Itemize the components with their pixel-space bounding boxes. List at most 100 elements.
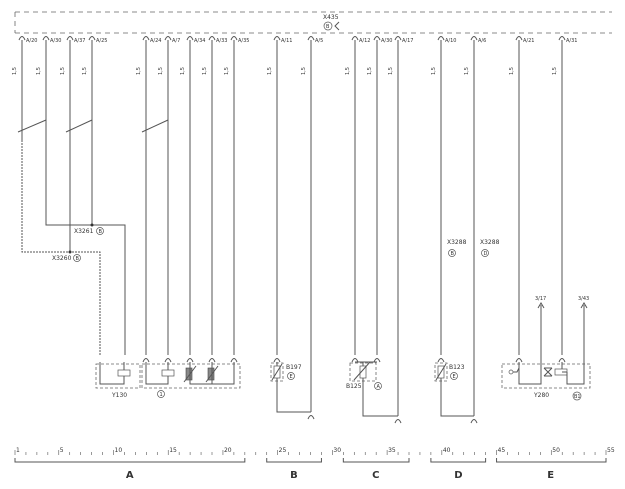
junction-x3261-label: X3261 <box>74 228 94 235</box>
scale-label: 35 <box>388 447 396 454</box>
component-badge: E <box>290 374 293 380</box>
reference-label: 3/43 <box>578 296 589 302</box>
component-b123: B123 E <box>434 362 474 417</box>
wire-code: 1,5 <box>158 67 164 75</box>
section-bracket <box>14 458 246 463</box>
control-unit-frame <box>14 11 612 34</box>
wire-code: 1,5 <box>431 67 437 75</box>
wire-code: 1,5 <box>136 67 142 75</box>
component-badge: 1 <box>160 392 163 398</box>
scale-label: 25 <box>279 447 287 454</box>
wire-code: 1,5 <box>464 67 470 75</box>
junction-x3260-label: X3260 <box>52 255 72 262</box>
wire-code: 1,5 <box>12 67 18 75</box>
wire-17: A/21 1,5 <box>509 36 534 363</box>
wire-4: A/25 1,5 <box>82 36 107 140</box>
wire-15: A/10 1,5 <box>431 36 456 363</box>
pin-label: A/37 <box>74 38 85 44</box>
pin-label: A/33 <box>216 38 227 44</box>
pin-label: A/31 <box>566 38 577 44</box>
pin-label: A/20 <box>26 38 37 44</box>
component-1: 1 <box>141 362 241 398</box>
wire-code: 1,5 <box>345 67 351 75</box>
pin-label: A/17 <box>402 38 413 44</box>
wire-16: A/6 1,5 <box>464 36 486 424</box>
wire-code: 1,5 <box>180 67 186 75</box>
pin-label: A/35 <box>238 38 249 44</box>
junction-badge: D <box>484 251 488 257</box>
junction-badge: B <box>76 256 80 262</box>
reference-label: 3/17 <box>535 296 546 302</box>
scale-label: 5 <box>60 447 64 454</box>
wire-18: A/31 1,5 <box>552 36 577 363</box>
wire-9: A/35 1,5 <box>224 36 249 363</box>
switch-contact <box>65 119 93 133</box>
wire-13: A/30 1,5 <box>367 36 392 363</box>
switch-contact <box>17 119 47 133</box>
component-b197: B197 E <box>270 362 311 413</box>
wire-code: 1,5 <box>388 67 394 75</box>
switch-contact <box>141 119 169 133</box>
junction-x3288-label: X3288 <box>447 239 467 246</box>
connector-badge: B <box>326 24 330 30</box>
component-y280: Y280 B1 3/17 3/43 <box>501 296 591 401</box>
pin-label: A/30 <box>381 38 392 44</box>
component-badge: E <box>453 374 456 380</box>
pin-label: A/25 <box>96 38 107 44</box>
component-badge: A <box>377 384 381 390</box>
section-label-e: E <box>547 470 554 481</box>
wire-1: A/20 1,5 <box>12 36 37 140</box>
wires: A/20 1,5 A/30 1,5 A/37 1,5 A/25 1,5 A/24 1,5 A/7 1,… <box>12 36 577 424</box>
section-bracket <box>342 458 410 463</box>
scale-label: 1 <box>16 447 20 454</box>
pin-label: A/11 <box>281 38 292 44</box>
section-label-d: D <box>454 470 462 481</box>
wire-11: A/51,5 <box>301 36 323 420</box>
scale-label: 15 <box>169 447 177 454</box>
section-label-b: B <box>290 470 298 481</box>
wire-code: 1,5 <box>36 67 42 75</box>
wire-code: 1,5 <box>552 67 558 75</box>
wire-code: 1,5 <box>367 67 373 75</box>
wire-code: 1,5 <box>60 67 66 75</box>
pin-label: A/30 <box>50 38 61 44</box>
wire-3: A/37 1,5 <box>60 36 85 140</box>
component-y130: Y130 <box>95 362 141 399</box>
connector-x435: X435 B <box>323 14 340 31</box>
component-b125: B125 A <box>346 361 398 417</box>
component-label: Y280 <box>533 392 549 399</box>
junction-badge: B <box>99 229 103 235</box>
pin-label: A/5 <box>315 38 323 44</box>
wire-code: 1,5 <box>224 67 230 75</box>
wire-10: A/111,5 <box>267 36 292 363</box>
wire-2: A/30 1,5 <box>36 36 61 140</box>
section-bracket <box>496 458 607 463</box>
component-label: B123 <box>449 364 465 371</box>
junction-x3288-label: X3288 <box>480 239 500 246</box>
section-label-c: C <box>372 470 379 481</box>
scale-label: 30 <box>333 447 341 454</box>
wire-7: A/341,5 <box>180 36 205 363</box>
junction-badge: B <box>451 251 455 257</box>
pin-label: A/21 <box>523 38 534 44</box>
wire-code: 1,5 <box>509 67 515 75</box>
wire-14: A/17 1,5 <box>388 36 413 424</box>
component-badge: B1 <box>574 394 581 400</box>
junction-routing: X3261 B X3260 B X3288 B X3288 D <box>21 140 500 355</box>
scale-label: 20 <box>224 447 232 454</box>
wire-6: A/7 1,5 <box>158 36 180 363</box>
scale-label: 55 <box>607 447 615 454</box>
pin-label: A/24 <box>150 38 161 44</box>
wire-8: A/33 1,5 <box>202 36 227 363</box>
pin-label: A/6 <box>478 38 486 44</box>
connector-label: X435 <box>323 14 339 21</box>
wire-code: 1,5 <box>82 67 88 75</box>
component-label: Y130 <box>111 392 127 399</box>
component-label: B197 <box>286 364 302 371</box>
pin-label: A/10 <box>445 38 456 44</box>
component-label: B125 <box>346 383 362 390</box>
section-bracket <box>266 458 322 463</box>
pin-label: A/7 <box>172 38 180 44</box>
